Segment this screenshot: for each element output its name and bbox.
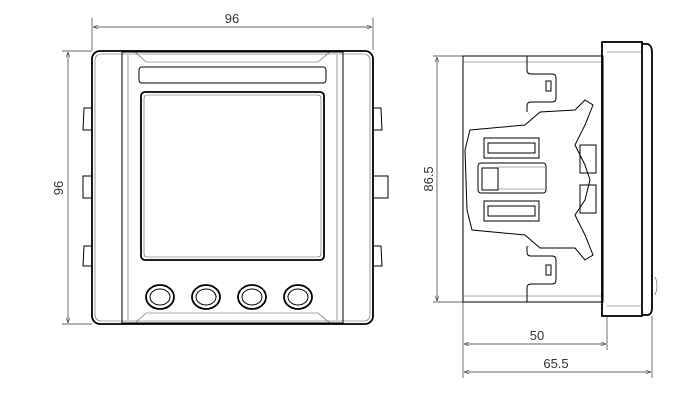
height-dimension-label: 96 — [51, 181, 66, 195]
front-button-3 — [241, 288, 263, 306]
front-view: 96 96 — [51, 11, 389, 325]
total-depth-dimension-label: 65.5 — [543, 356, 568, 371]
front-button-2 — [191, 284, 221, 310]
top-label-strip — [138, 66, 327, 84]
front-button-4 — [283, 284, 313, 310]
meter-body — [462, 55, 604, 303]
front-button-3 — [237, 284, 267, 310]
left-mounting-clips — [82, 107, 92, 267]
front-panel — [121, 51, 344, 324]
front-button-2 — [195, 288, 217, 306]
display-screen — [140, 91, 325, 261]
body-depth-dimension-label: 50 — [530, 328, 544, 343]
front-button-1 — [149, 288, 171, 306]
front-button-1 — [145, 284, 175, 310]
side-height-dimension-label: 86.5 — [421, 166, 436, 191]
side-view: 86.5 50 65.5 — [421, 41, 658, 378]
front-flange — [601, 41, 643, 317]
front-bezel-inner — [94, 53, 371, 322]
front-button-4 — [287, 288, 309, 306]
right-mounting-clips — [373, 107, 389, 267]
width-dimension-label: 96 — [225, 11, 239, 26]
mounting-clip — [464, 99, 594, 261]
front-buttons — [145, 284, 313, 310]
front-cover — [642, 43, 653, 316]
front-bezel-outer — [91, 50, 374, 325]
